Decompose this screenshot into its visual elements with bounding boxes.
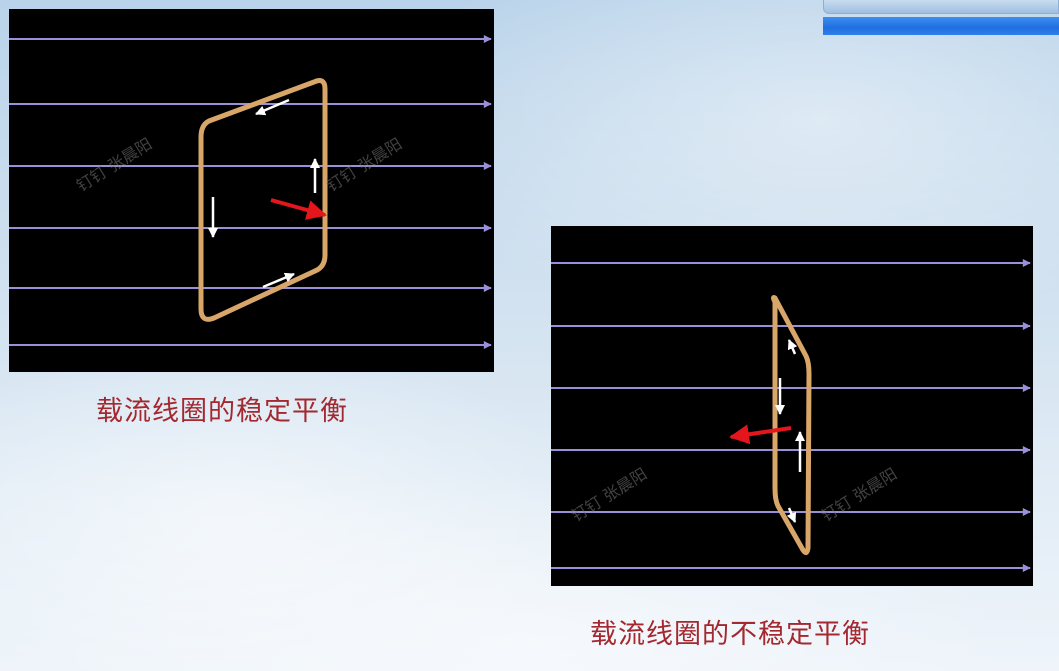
magnetic-field-lines [551, 259, 1031, 572]
current-direction-arrows [208, 98, 320, 289]
stable-equilibrium-image: 钉钉 张晨阳 钉钉 张晨阳 [9, 9, 494, 372]
current-arrow [787, 339, 798, 355]
current-direction-arrows [775, 339, 805, 523]
torque-force-arrow [729, 424, 792, 445]
watermark-text: 钉钉 张晨阳 [73, 134, 155, 195]
top-right-blue-bar [823, 17, 1059, 35]
unstable-equilibrium-image: 钉钉 张晨阳 钉钉 张晨阳 [551, 226, 1033, 586]
current-arrow [255, 98, 290, 116]
watermark-text: 钉钉 张晨阳 [568, 464, 650, 525]
watermark-text: 钉钉 张晨阳 [818, 464, 900, 525]
watermark-text: 钉钉 张晨阳 [323, 134, 405, 195]
top-right-tab [823, 0, 1059, 14]
magnetic-field-lines [9, 35, 492, 349]
caption-unstable-equilibrium: 载流线圈的不稳定平衡 [590, 619, 870, 650]
current-coil [198, 78, 328, 322]
current-coil [771, 295, 812, 556]
caption-stable-equilibrium: 载流线圈的稳定平衡 [96, 396, 348, 427]
current-arrow [262, 272, 295, 289]
current-arrow [786, 507, 797, 523]
torque-force-arrow [270, 198, 327, 220]
